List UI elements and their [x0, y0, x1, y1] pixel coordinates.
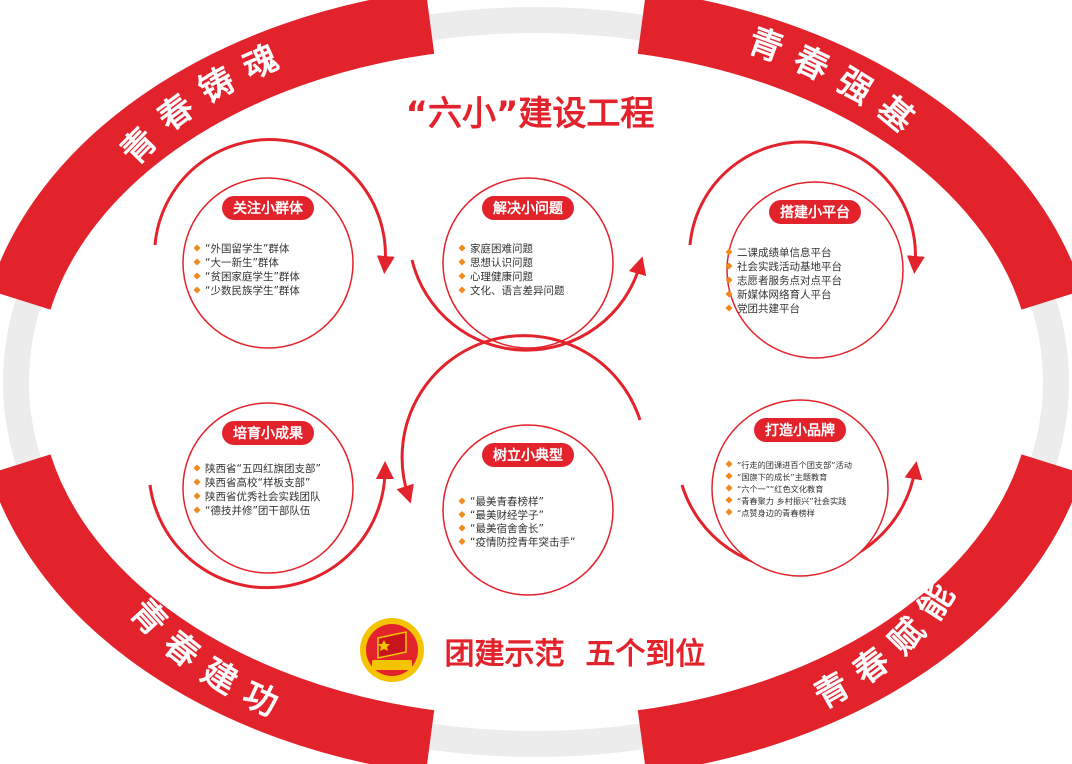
card-title-problem: 解决小问题 — [493, 200, 564, 217]
card-item: “国旗下的成长”主题教育 — [737, 472, 827, 482]
card-title-results: 培育小成果 — [233, 425, 304, 442]
card-item: 党团共建平台 — [737, 302, 800, 315]
card-circle-problem — [442, 177, 614, 349]
card-pill-problem — [482, 196, 574, 220]
bullet-icon — [458, 244, 466, 252]
card-item: “外国留学生”群体 — [205, 242, 290, 255]
bullet-icon — [458, 258, 466, 266]
bullet-icon — [725, 472, 733, 480]
card-item: 文化、语言差异问题 — [470, 284, 565, 297]
cards-group: 关注小群体 “外国留学生”群体“大一新生”群体“贫困家庭学生”群体“少数民族学生”… — [148, 138, 925, 596]
card-arrow-model — [396, 334, 642, 504]
card-item: “最美青春榜样” — [470, 495, 544, 508]
card-arrow-results — [148, 461, 394, 590]
card-circle-results — [182, 402, 354, 574]
bullet-icon — [458, 511, 466, 518]
bullet-icon — [725, 496, 733, 504]
bullet-icon — [458, 272, 466, 280]
bullet-icon — [725, 248, 733, 256]
arc-band-bottom-left — [0, 454, 435, 764]
bullet-icon — [458, 286, 466, 294]
card-pill-model — [482, 443, 574, 467]
bullet-icon — [725, 304, 733, 312]
bullet-icon — [725, 262, 733, 270]
card-item: 家庭困难问题 — [470, 242, 533, 255]
card-arrow-problem — [410, 256, 647, 352]
card-item: “青春聚力 乡村振兴”社会实践 — [737, 496, 846, 506]
card-item: “行走的团课进百个团支部”活动 — [737, 460, 852, 470]
card-item: “最美财经学子” — [470, 509, 544, 522]
card-item: 陕西省“五四红旗团支部” — [205, 462, 321, 475]
arc-band-bottom-right — [637, 454, 1072, 764]
bullet-icon — [725, 460, 733, 468]
card-circle-brand — [711, 399, 889, 577]
card-item: 社会实践活动基地平台 — [737, 260, 842, 273]
bullet-icon — [193, 506, 201, 514]
card-platform: 搭建小平台二课成绩单信息平台社会实践活动基地平台志愿者服务点对点平台新媒体网络育… — [688, 140, 925, 359]
card-arrow-group — [153, 138, 395, 274]
bullet-icon — [193, 492, 201, 500]
arc-band-top-left — [0, 0, 435, 310]
card-model: 树立小典型 “最美青春榜样”“最美财经学子”“最美宿舍舍长”“疫情防控青年突击手” — [396, 334, 642, 596]
bullet-icon — [458, 497, 466, 505]
card-pill-group — [222, 196, 314, 220]
bullet-icon — [193, 272, 201, 280]
card-arrow-platform — [688, 140, 925, 274]
card-results: 培育小成果陕西省“五四红旗团支部”陕西省高校“样板支部”陕西省优秀社会实践团队“… — [148, 402, 394, 590]
bullet-icon — [193, 286, 201, 294]
card-title-brand: 打造小品牌 — [765, 422, 835, 439]
bullet-icon — [725, 484, 733, 492]
card-item: 陕西省优秀社会实践团队 — [205, 490, 321, 503]
bottom-slogan: 团建示范 五个到位 — [445, 637, 706, 672]
card-item: “少数民族学生”群体 — [205, 284, 300, 297]
card-item: “最美宿舍舍长” — [470, 522, 544, 535]
card-item: “贫困家庭学生”群体 — [205, 270, 300, 283]
bullet-icon — [725, 290, 733, 298]
outer-gray-ring — [3, 7, 1069, 757]
bullet-icon — [458, 538, 466, 545]
emblem-icon — [360, 618, 424, 682]
card-item: “点赞身边的青春榜样 — [737, 508, 815, 518]
card-item: “大一新生”群体 — [205, 256, 279, 269]
card-title-platform: 搭建小平台 — [780, 204, 850, 221]
card-circle-group — [182, 177, 354, 349]
bullet-icon — [458, 524, 466, 532]
card-group: 关注小群体 “外国留学生”群体“大一新生”群体“贫困家庭学生”群体“少数民族学生”… — [153, 138, 395, 349]
bullet-icon — [193, 258, 201, 266]
card-item: 志愿者服务点对点平台 — [737, 274, 842, 287]
card-item: “疫情防控青年突击手” — [470, 536, 575, 549]
card-pill-brand — [754, 418, 846, 442]
card-item: 心理健康问题 — [470, 270, 533, 283]
arc-band-top-right — [637, 0, 1072, 310]
card-title-group: 关注小群体 — [233, 200, 304, 217]
card-circle-model — [442, 424, 614, 596]
card-item: 新媒体网络育人平台 — [737, 288, 832, 301]
card-item: “德技并修”团干部队伍 — [205, 504, 311, 517]
card-pill-platform — [769, 200, 861, 224]
bullet-icon — [193, 464, 201, 472]
card-brand: 打造小品牌 “行走的团课进百个团支部”活动 “国旗下的成长”主题教育 “六个一”“红色… — [680, 399, 923, 577]
bullet-icon — [725, 508, 733, 516]
card-title-model: 树立小典型 — [493, 447, 563, 464]
card-pill-results — [222, 421, 314, 445]
bullet-icon — [193, 244, 201, 252]
card-item: “六个一”“红色文化教育 — [737, 484, 823, 494]
card-item: 二课成绩单信息平台 — [737, 246, 832, 259]
bullet-icon — [725, 276, 733, 284]
card-item: 思想认识问题 — [470, 256, 533, 269]
bullet-icon — [193, 478, 201, 486]
card-item: 陕西省高校“样板支部” — [205, 476, 310, 489]
main-title: “六小”建设工程 — [406, 94, 655, 134]
card-circle-platform — [726, 181, 904, 359]
